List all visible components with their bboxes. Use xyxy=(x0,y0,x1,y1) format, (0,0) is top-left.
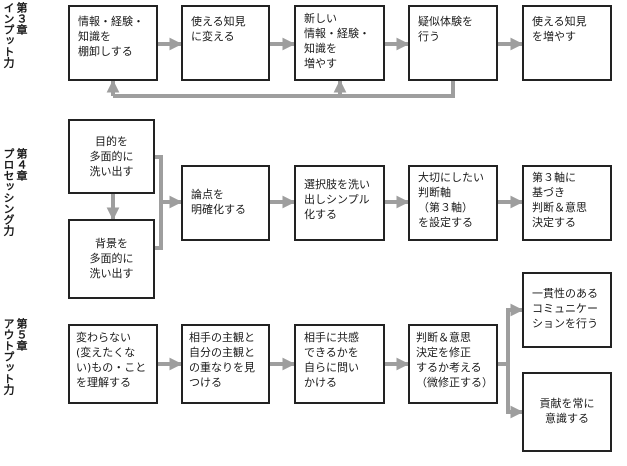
chapter-3-number: 第３章 xyxy=(15,2,28,35)
ch3-box-simulated-experience: 疑似体験を 行う xyxy=(408,5,498,81)
arrow-ch5-4-6 xyxy=(506,364,524,419)
ch5-box-find-overlap: 相手の主観と 自分の主観と の重なりを見 つける xyxy=(181,324,270,404)
ch3-box-inventory: 情報・経験・ 知識を 棚卸しする xyxy=(68,5,158,81)
ch4-box-purpose: 目的を 多面的に 洗い出す xyxy=(68,119,155,194)
chapter-3-title: インプット力 xyxy=(2,2,15,68)
chapter-4-title: プロセッシング力 xyxy=(2,148,15,236)
bracket-ch4-merge xyxy=(155,155,163,250)
ch4-box-clarify-issue: 論点を 明確化する xyxy=(181,165,270,241)
arrow-ch3-feedback-loop xyxy=(113,81,455,98)
ch5-box-ask-empathy: 相手に共感 できるかを 自らに問い かける xyxy=(294,324,385,404)
chapter-4-number: 第４章 xyxy=(15,148,28,181)
arrow-ch5-4-5 xyxy=(506,303,524,364)
ch4-box-background: 背景を 多面的に 洗い出す xyxy=(68,219,155,299)
ch5-box-revise-decision: 判断＆意思 決定を修正 するか考える （微修正する） xyxy=(408,324,498,404)
chapter-3-label: 第３章 インプット力 xyxy=(2,2,28,68)
ch4-box-simplify-options: 選択肢を洗い 出しシンプル 化する xyxy=(294,165,385,241)
chapter-5-title: アウトプット力 xyxy=(2,318,15,395)
ch5-box-contribution: 貢献を常に 意識する xyxy=(522,372,612,452)
ch4-box-set-axis: 大切にしたい 判断軸 （第３軸） を設定する xyxy=(408,165,498,241)
ch3-box-increase-knowledge: 新しい 情報・経験・ 知識を 増やす xyxy=(294,5,385,81)
ch5-box-understand-unchanging: 変わらない (変えたくな い)もの・こと を理解する xyxy=(68,324,158,404)
ch4-box-decide: 第３軸に 基づき 判断＆意思 決定する xyxy=(522,165,612,241)
ch3-box-increase-insight: 使える知見 を増やす xyxy=(522,5,612,81)
ch5-box-consistent-communication: 一貫性のある コミュニケー ションを行う xyxy=(522,272,612,348)
chapter-5-label: 第５章 アウトプット力 xyxy=(2,318,28,395)
ch3-box-usable-insight: 使える知見 に変える xyxy=(181,5,270,81)
chapter-5-number: 第５章 xyxy=(15,318,28,351)
chapter-4-label: 第４章 プロセッシング力 xyxy=(2,148,28,236)
